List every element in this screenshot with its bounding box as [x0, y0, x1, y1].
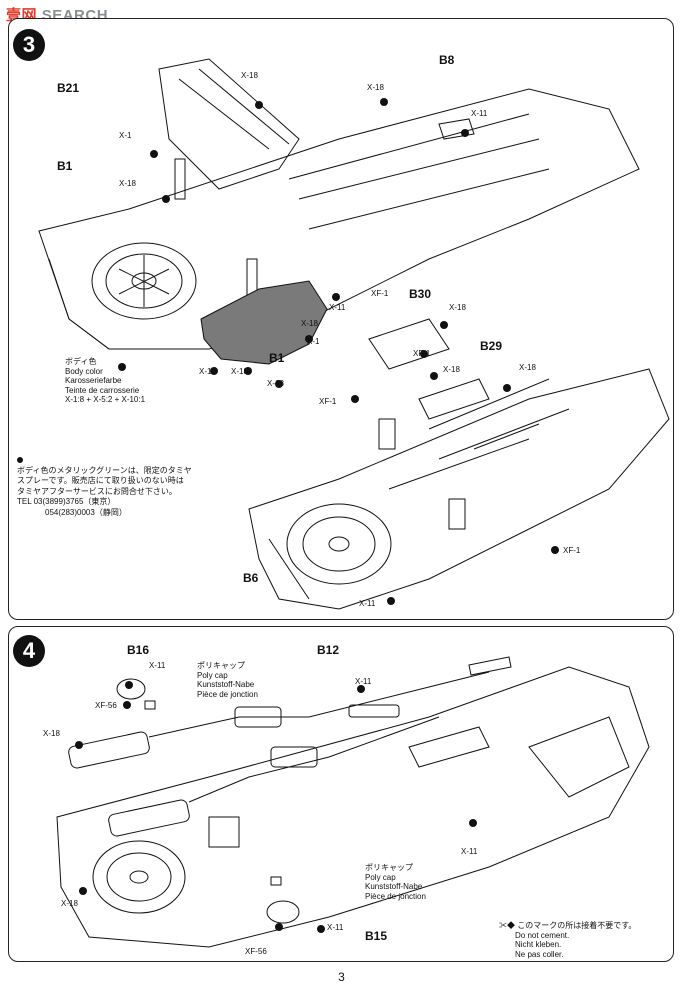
callout-x11-g: X-11 [461, 847, 478, 856]
poly-cap-bottom-de: Kunststoff-Nabe [365, 882, 423, 891]
part-b29: B29 [480, 339, 503, 353]
callout-x18-a: X-18 [241, 71, 258, 80]
note-line5: 054(283)0003（静岡） [45, 507, 127, 517]
callout-xf1-a: XF-1 [371, 289, 389, 298]
no-cement-fr: Ne pas coller. [515, 949, 564, 959]
step-4-illustration [56, 656, 650, 948]
body-color-legend: ボディ色 Body color Karosseriefarbe Teinte d… [65, 357, 145, 405]
callout-x11-e: X-11 [149, 661, 166, 670]
part-b15: B15 [365, 929, 388, 943]
callout-x11-b: X-11 [329, 303, 346, 312]
part-b16: B16 [127, 643, 150, 657]
note-line2: スプレーです。販売店にて取り扱いのない時は [17, 476, 184, 485]
poly-cap-top-de: Kunststoff-Nabe [197, 680, 255, 689]
callout-x18-c: X-18 [119, 179, 136, 188]
callout-x1-b: X-1 [307, 337, 320, 346]
callout-x18-b: X-18 [367, 83, 384, 92]
part-b6: B6 [243, 571, 259, 585]
body-color-en: Body color [65, 366, 103, 376]
part-b30: B30 [409, 287, 432, 301]
poly-cap-top-jp: ポリキャップ [197, 661, 245, 670]
body-color-mix: X-1:8 + X-5:2 + X-10:1 [65, 395, 146, 404]
no-cement-en: Do not cement. [515, 930, 570, 940]
part-b12: B12 [317, 643, 340, 657]
callout-x11-h: X-11 [327, 923, 344, 932]
note-line4: TEL 03(3899)3765（東京） [17, 497, 116, 506]
callout-xf56-a: XF-56 [95, 701, 117, 710]
paint-dot-icon [17, 456, 23, 463]
no-cement-jp: このマークの所は接着不要です。 [517, 921, 637, 930]
callout-x11-f: X-11 [355, 677, 372, 686]
note-line3: タミヤアフターサービスにお問合せ下さい。 [17, 486, 177, 496]
callout-x11-d: X-11 [359, 599, 376, 608]
no-cement-de: Nicht kleben. [515, 940, 562, 949]
poly-cap-bottom-en: Poly cap [365, 872, 396, 882]
step-4-number: 4 [13, 635, 45, 667]
callout-xf1-b: XF-1 [413, 349, 431, 358]
callout-x18-e: X-18 [231, 367, 248, 376]
part-b21: B21 [57, 81, 80, 95]
callout-xf56-b: XF-56 [245, 947, 267, 956]
body-color-jp: ボディ色 [65, 357, 97, 366]
callout-x11-c: X-11 [199, 367, 216, 376]
step-3-panel: 3 [8, 18, 674, 620]
poly-cap-top-en: Poly cap [197, 670, 228, 680]
callout-x18-f: X-18 [267, 379, 284, 388]
callout-x18-j: X-18 [43, 729, 60, 738]
callout-x18-k: X-18 [61, 899, 78, 908]
callout-x11-a: X-11 [471, 109, 488, 118]
body-color-fr: Teinte de carrosserie [65, 385, 140, 395]
part-b1-top: B1 [57, 159, 73, 173]
no-cement-icon: ✂◆ [499, 921, 518, 930]
poly-cap-bottom-fr: Pièce de jonction [365, 891, 426, 901]
callout-x1-a: X-1 [119, 131, 132, 140]
note-line1: ボディ色のメタリックグリーンは、限定のタミヤ [17, 465, 192, 475]
poly-cap-top: ポリキャップ Poly cap Kunststoff-Nabe Pièce de… [197, 661, 258, 699]
callout-x18-i: X-18 [519, 363, 536, 372]
poly-cap-bottom: ポリキャップ Poly cap Kunststoff-Nabe Pièce de… [365, 863, 426, 901]
poly-cap-bottom-jp: ポリキャップ [365, 863, 413, 872]
step-3-number: 3 [13, 29, 45, 61]
metallic-note: ボディ色のメタリックグリーンは、限定のタミヤ スプレーです。販売店にて取り扱いの… [17, 455, 192, 518]
body-color-de: Karosseriefarbe [65, 376, 122, 385]
callout-x18-g: X-18 [449, 303, 466, 312]
no-cement-note: ✂◆ このマークの所は接着不要です。 Do not cement. Nicht … [499, 921, 636, 959]
callout-xf1-d: XF-1 [563, 546, 581, 555]
part-b8: B8 [439, 53, 455, 67]
callout-x18-d: X-18 [301, 319, 318, 328]
step-3-illustration [38, 58, 670, 610]
step-4-panel: 4 [8, 626, 674, 962]
callout-x18-h: X-18 [443, 365, 460, 374]
part-b1-bottom: B1 [269, 351, 285, 365]
callout-xf1-c: XF-1 [319, 397, 337, 406]
poly-cap-top-fr: Pièce de jonction [197, 689, 258, 699]
page-number: 3 [338, 970, 345, 984]
